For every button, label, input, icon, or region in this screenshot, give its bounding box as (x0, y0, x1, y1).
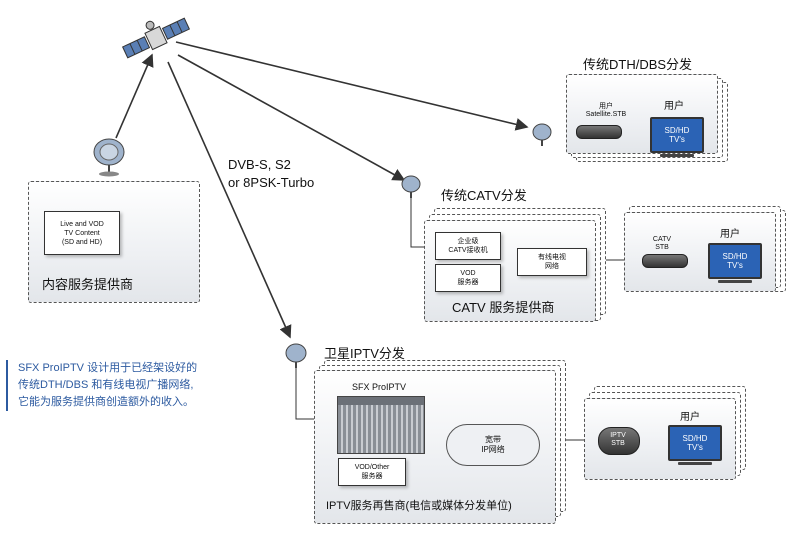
iptv-title: 卫星IPTV分发 (324, 346, 405, 361)
catv-arrow (177, 54, 406, 181)
link-label-line2: or 8PSK-Turbo (228, 175, 315, 190)
iptv-stb-label: IPTV STB (610, 432, 626, 447)
catv-network-box: 有线电视 网络 (517, 248, 587, 276)
ip-network-cloud-icon: 宽带 IP网络 (446, 424, 540, 466)
content-box: Live and VOD TV Content (SD and HD) (44, 211, 120, 255)
iptv-stb-icon (598, 427, 640, 455)
description-note: SFX ProIPTV 设计用于已经架设好的 传统DTH/DBS 和有线电视广播… (6, 360, 268, 411)
iptv-tv-icon: SD/HD TV's (668, 425, 722, 465)
iptv-vod-box: VOD/Other 服务器 (338, 458, 406, 486)
catv-dish-icon (401, 175, 421, 198)
catv-stb-label: CATV STB (652, 236, 672, 251)
dth-dish-icon (532, 123, 552, 146)
catv-receiver-box: 企业级 CATV接收机 (435, 232, 501, 260)
catv-tv-icon: SD/HD TV's (708, 243, 762, 283)
iptv-server-label: SFX ProIPTV (352, 382, 407, 392)
sfx-proiptv-server-icon (337, 396, 425, 454)
content-provider-title: 内容服务提供商 (42, 277, 134, 292)
catv-footer: CATV 服务提供商 (452, 300, 555, 315)
note-line-3: 它能为服务提供商创造额外的收入。 (18, 396, 194, 408)
dth-tv-icon: SD/HD TV's (650, 117, 704, 157)
satellite-icon (121, 17, 191, 59)
dth-arrow (175, 41, 529, 131)
catv-user-label: 用户 (720, 229, 740, 240)
note-line-2: 传统DTH/DBS 和有线电视广播网络, (18, 379, 194, 391)
iptv-footer: IPTV服务再售商(电信或媒体分发单位) (326, 500, 512, 512)
link-label-line1: DVB-S, S2 (228, 157, 291, 172)
uplink-arrow (115, 53, 154, 139)
dth-title: 传统DTH/DBS分发 (583, 57, 693, 72)
dth-stb-icon (576, 125, 622, 139)
dth-user-label: 用户 (664, 101, 684, 112)
iptv-dish-icon (285, 343, 307, 368)
catv-stb-icon (642, 254, 688, 268)
dth-stb-label: 用户 Satellite.STB (585, 103, 627, 118)
catv-title: 传统CATV分发 (441, 188, 527, 203)
note-line-1: SFX ProIPTV 设计用于已经架设好的 (18, 362, 198, 374)
iptv-user-label: 用户 (680, 412, 700, 423)
uplink-dish-icon (93, 138, 125, 177)
catv-vod-box: VOD 服务器 (435, 264, 501, 292)
iptv-arrow (167, 61, 292, 339)
